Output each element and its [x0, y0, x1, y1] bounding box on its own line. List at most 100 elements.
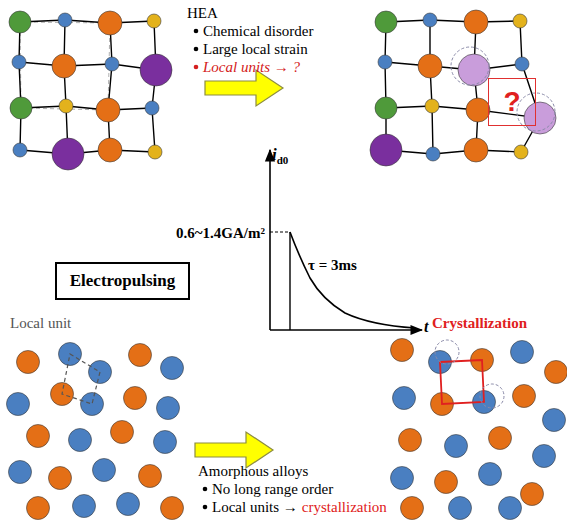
- atom: [111, 421, 134, 444]
- atom: [49, 467, 72, 490]
- axis-subscript: d0: [277, 151, 289, 169]
- atom: [69, 429, 92, 452]
- atom: [425, 99, 439, 113]
- bullet-text: Local units →: [212, 498, 298, 516]
- atom: [27, 425, 50, 448]
- section-title: Amorphous alloys: [198, 462, 308, 480]
- text-line: id0: [272, 146, 288, 165]
- atom: [147, 14, 161, 28]
- atom: [464, 10, 488, 34]
- atom: [378, 55, 392, 69]
- lattice-bond: [64, 20, 68, 154]
- lattice-bond: [385, 22, 386, 150]
- pulse-edge: [289, 232, 290, 330]
- atom: [73, 495, 96, 518]
- atom: [9, 11, 31, 33]
- question-box: ?: [488, 78, 536, 126]
- lattice-bond: [20, 20, 154, 23]
- atom: [148, 145, 162, 159]
- bullet: [194, 47, 199, 52]
- atom: [117, 493, 140, 516]
- atom: [515, 57, 529, 71]
- atom: [521, 483, 544, 506]
- atom: [375, 11, 397, 33]
- atom: [93, 459, 116, 482]
- atom: [10, 97, 32, 119]
- process-arrow: [195, 432, 273, 468]
- atom: [393, 387, 416, 410]
- atom: [545, 361, 567, 384]
- lattice-bond: [21, 106, 152, 110]
- atom: [154, 431, 177, 454]
- crystal-unit-outline: [440, 360, 484, 404]
- atom: [391, 467, 414, 490]
- atom: [161, 357, 184, 380]
- lattice-bond: [386, 20, 520, 22]
- atom: [445, 435, 468, 458]
- bullet-text: Chemical disorder: [203, 22, 313, 40]
- process-box: Electropulsing: [55, 262, 190, 300]
- decay-curve: [290, 232, 415, 328]
- node-text: Electropulsing: [70, 271, 175, 291]
- ghost-atom: [435, 340, 459, 364]
- atom: [9, 461, 32, 484]
- y-axis: [269, 150, 271, 330]
- section-title: Crystallization: [432, 314, 527, 332]
- section-title: HEA: [187, 4, 218, 22]
- peak-guide: [270, 231, 290, 232]
- atom: [52, 54, 76, 78]
- atom: [513, 385, 536, 408]
- axis-label: i: [272, 146, 277, 164]
- bullet: [203, 505, 208, 510]
- bullet-text: Large local strain: [203, 40, 308, 58]
- bullet-text: Local units → ?: [203, 58, 300, 76]
- atom: [418, 54, 442, 78]
- atom: [511, 341, 534, 364]
- atom: [140, 54, 172, 86]
- atom: [157, 397, 180, 420]
- time-constant: τ = 3ms: [308, 256, 357, 274]
- atom: [145, 101, 159, 115]
- atom: [514, 145, 528, 159]
- atom: [533, 445, 556, 468]
- bullet-text: No long range order: [212, 480, 333, 498]
- atom: [401, 497, 424, 520]
- atom: [52, 138, 84, 170]
- atom: [98, 138, 122, 162]
- lattice-bond: [108, 23, 112, 150]
- lattice-bond: [385, 62, 522, 70]
- lattice-bond: [19, 22, 21, 150]
- atom: [464, 138, 488, 162]
- atom: [449, 497, 472, 520]
- ghost-atom: [480, 384, 504, 408]
- atom: [139, 465, 162, 488]
- x-axis: [270, 329, 422, 331]
- atom: [81, 393, 104, 416]
- process-arrow: [205, 70, 283, 106]
- atom: [161, 497, 184, 520]
- atom: [423, 13, 437, 27]
- text-line: Local units →crystallization: [212, 498, 387, 516]
- atom: [12, 55, 26, 69]
- atom: [59, 99, 73, 113]
- bullet-text: crystallization: [302, 498, 387, 516]
- bullet: [203, 487, 208, 492]
- node-text: ?: [503, 86, 520, 118]
- atom: [458, 54, 490, 86]
- atom: [391, 339, 414, 362]
- lattice-bond: [430, 20, 433, 154]
- atom: [129, 344, 152, 367]
- axis-label: t: [424, 318, 428, 336]
- atom: [13, 143, 27, 157]
- atom: [426, 147, 440, 161]
- atom: [7, 393, 30, 416]
- bullet: [194, 65, 199, 70]
- part-label: Local unit: [10, 314, 71, 332]
- bullet: [194, 29, 199, 34]
- atom: [435, 471, 458, 494]
- atom: [466, 98, 490, 122]
- atom: [479, 463, 502, 486]
- atom: [124, 387, 147, 410]
- local-unit-outline: [62, 354, 100, 404]
